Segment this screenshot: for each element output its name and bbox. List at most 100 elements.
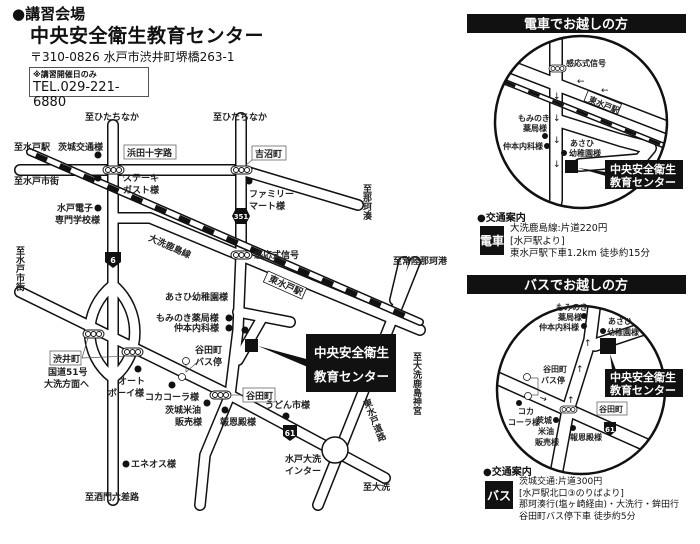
train-info-heading: ●交通案内 [477,213,526,224]
train-route-arrows: ↓↓↓↓ ←← [553,77,609,170]
label-ibaraki-beiyu: 茨城米油 [165,404,201,416]
train-title: 電車でお越しの方 [524,17,628,33]
bus-info-line: 谷田町バス停下車 徒歩約5分 [519,511,636,522]
section-heading: ●講習会場 [12,5,86,23]
label-udon: うどん市様 [265,399,311,411]
label-to-sakado: 至酒門六差路 [85,491,140,503]
label-eneos: エネオス様 [131,458,177,470]
train-destination-2: 教育センター [609,175,676,189]
bus-center-building [600,338,616,354]
shibuicho-box [49,350,82,366]
railway-line [26,148,424,326]
train-label-asahi: あさひ [570,139,594,148]
tel-box: ※講習開催日のみ TEL.029-221-6880 [29,67,149,110]
label-mito-denshi: 水戸電子 [57,202,93,214]
train-label-pharmacy: 薬局様 [522,123,548,133]
label-interchange: インター [285,465,321,477]
bus-header-bar [467,275,686,294]
bus-label-kindergarten: 幼稚園様 [607,327,640,337]
poi-dots [94,151,290,468]
bus-label-asahi: あさひ [608,317,632,326]
train-poi-dots [542,133,567,156]
bus-label-coca: コカ [518,407,534,416]
train-info-line: 東水戸駅下車1.2km 徒歩約15分 [510,248,650,259]
traffic-signals [82,165,253,400]
arrow-down-icon: ↓ [553,114,561,124]
label-sensor-signal: 感応式信号 [254,249,299,261]
train-label-signal: 感応式信号 [566,58,606,68]
bus-route-arrows: → ↑↑↑ [538,339,592,406]
train-station-box [583,90,623,115]
yatamachi-box [242,387,276,403]
label-to-kashima-jingu: 至大洗鹿島神宮 [411,352,423,416]
leader-lines [81,159,253,396]
bus-label-cola: コーラ様 [508,417,541,427]
label-mominoki-pharmacy: もみのき薬局様 [156,312,220,324]
bus-info-line: 那珂湊行(塩ヶ崎経由)・大洗行・鉾田行 [519,500,680,510]
bus-yatamachi-box [596,401,628,416]
bus-pointer [610,354,616,370]
bus-label-hoonden: 報恩殿様 [570,432,603,442]
destination-label-1: 中央安全衛生 [314,345,390,360]
bus-signal [559,405,578,414]
label-auto: オート [118,376,145,387]
bus-label-pharmacy: 薬局様 [557,312,583,322]
yoshinuma-box [251,145,287,161]
train-inset-circle [493,34,669,210]
label-to-hitachinaka-1: 至ひたちなか [85,112,139,123]
hamada-box [123,144,177,160]
label-to-nakaminato: 至那珂湊 [361,184,372,221]
bus-info: 茨城交通:片道300円 [水戸駅北口③のりばより] 那珂湊行(塩ヶ崎経由)・大洗… [519,477,679,523]
bus-stop-leader [531,377,539,396]
bus-map-labels: もみのき 薬局様 仲本内科様 あさひ 幼稚園様 谷田町 バス停 コカ コーラ様 … [508,303,640,447]
route-61-shield: 61 [283,425,297,441]
bus-info-line: 茨城交通:片道300円 [519,477,603,487]
label-boy: ボーイ様 [108,387,145,399]
label-oarai-direction: 大洗方面へ [44,378,89,390]
label-to-hitachinaka-2: 至ひたちなか [213,112,267,123]
arrow-down-icon: ↓ [553,160,561,170]
train-tag: 電車 [480,226,504,255]
bus-destination-1: 中央安全衛生 [610,370,676,384]
label-hoonden: 報恩殿様 [220,416,257,428]
train-pointer [578,168,606,176]
tel-number[interactable]: TEL.029-221-6880 [33,80,120,110]
arrow-down-icon: ↓ [553,92,561,102]
destination-label-2: 教育センター [313,369,389,384]
bus-label-yatamachi: 谷田町 [598,404,623,414]
route-6-shield: 6 [105,252,121,268]
destination-pointer [258,346,310,368]
label-mart: マート様 [249,200,286,212]
bus-label-clinic: 仲本内科様 [539,322,580,332]
train-destination-1: 中央安全衛生 [610,162,676,176]
train-info-line: [水戸駅より] [510,235,565,247]
bus-label-ibaraki: 茨城 [536,415,552,425]
bus-destination-2: 教育センター [609,383,676,397]
bus-stop-icon [178,357,190,381]
bus-route-61-shield: 61 [604,422,616,436]
label-family: ファミリー [249,189,294,200]
svg-text:61: 61 [285,429,295,438]
label-coca-cola: コカコーラ様 [145,391,200,403]
center-building [245,339,258,352]
label-to-mito-city: 至水戸市街 [14,175,59,187]
label-yoshinuma: 吉沼町 [255,148,282,160]
label-yatamachi: 谷田町 [246,390,273,402]
label-to-oarai: 至大洗 [363,481,390,493]
label-shibuicho: 渋井町 [53,353,80,365]
label-to-mito-station: 至水戸駅 [14,141,51,153]
label-route51: 国道51号 [48,366,88,378]
bus-label-beiyu: 米油 [537,426,554,436]
label-to-mito-city-vertical: 至水戸市街 [14,246,26,292]
train-label-kindergarten: 幼稚園様 [569,148,602,158]
label-yatamachi-bus: 谷田町 [195,344,222,356]
label-mito-oarai: 水戸大洗 [285,453,321,465]
label-gusto: ガスト様 [123,184,160,196]
arrow-up-icon: ↑ [567,396,575,406]
label-steak: ステーキ [123,173,159,184]
train-info: 大洗鹿島線:片道220円 [水戸駅より] 東水戸駅下車1.2km 徒歩約15分 [510,223,650,261]
svg-text:61: 61 [605,426,615,434]
bus-label-hanbai: 販売様 [535,437,560,447]
bus-info-heading: ●交通案内 [483,467,532,478]
